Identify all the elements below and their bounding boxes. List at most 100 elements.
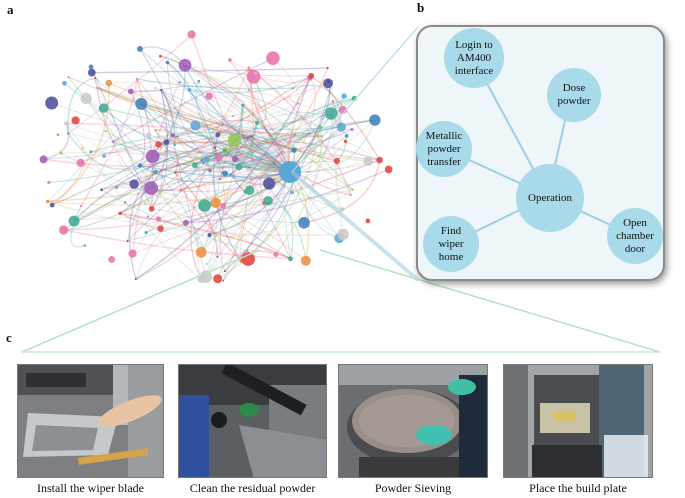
- network-node: [298, 216, 310, 229]
- network-node: [266, 51, 280, 65]
- network-edge: [145, 97, 355, 233]
- residual-powder-photo-art: [179, 365, 326, 477]
- zoom-line-top: [291, 26, 419, 173]
- network-edge: [67, 34, 193, 134]
- network-edge: [253, 76, 311, 135]
- network-node: [246, 69, 261, 84]
- network-edge: [80, 78, 138, 207]
- network-node: [202, 161, 205, 164]
- network-node: [216, 255, 219, 258]
- network-node: [62, 80, 67, 86]
- network-edge: [140, 103, 291, 173]
- network-node: [112, 140, 115, 143]
- network-edge: [196, 139, 235, 280]
- network-edge: [217, 126, 322, 280]
- network-node: [235, 163, 243, 171]
- network-edge: [145, 230, 218, 257]
- network-node: [205, 92, 213, 100]
- node-open-chamber-door[interactable]: Open chamber door: [607, 208, 663, 264]
- network-edge: [68, 76, 380, 161]
- network-edge: [91, 67, 328, 74]
- network-edge: [97, 87, 291, 173]
- network-node: [81, 147, 84, 150]
- network-edge: [205, 119, 376, 278]
- network-edge: [155, 87, 380, 161]
- network-node: [187, 30, 196, 39]
- network-edge: [225, 150, 337, 163]
- network-edge: [131, 81, 181, 254]
- network-node: [155, 141, 162, 148]
- network-node: [297, 102, 300, 105]
- network-edge: [152, 152, 291, 173]
- network-node: [160, 89, 163, 92]
- network-node: [152, 169, 158, 175]
- network-node: [56, 133, 60, 137]
- network-node: [200, 159, 203, 162]
- network-edge: [234, 122, 321, 141]
- network-edge: [224, 73, 260, 175]
- network-edge: [66, 122, 296, 136]
- node-metallic-powder-transfer[interactable]: Metallic powder transfer: [416, 121, 472, 177]
- network-node: [64, 121, 69, 126]
- node-operation[interactable]: Operation: [516, 164, 584, 232]
- network-node: [158, 54, 162, 58]
- network-edge: [166, 135, 225, 151]
- network-node: [248, 166, 251, 169]
- network-edge: [63, 150, 225, 231]
- network-node: [176, 135, 179, 138]
- node-login[interactable]: Login to AM400 interface: [444, 28, 504, 88]
- network-node: [223, 270, 226, 273]
- network-edge: [160, 89, 176, 146]
- network-edge: [190, 147, 216, 280]
- network-node: [326, 66, 329, 70]
- network-edge: [184, 64, 312, 77]
- network-edge: [215, 67, 329, 204]
- network-node: [94, 77, 97, 80]
- network-edge: [151, 208, 277, 255]
- network-edge: [132, 173, 226, 254]
- network-edge: [65, 122, 202, 280]
- network-node: [108, 256, 116, 263]
- network-node: [207, 233, 212, 238]
- network-node: [190, 120, 201, 131]
- node-dose-powder[interactable]: Dose powder: [547, 68, 601, 122]
- network-node: [291, 87, 294, 90]
- zoom-line-strip-left: [21, 249, 261, 353]
- network-edge: [152, 150, 291, 173]
- network-node: [126, 240, 129, 243]
- network-node: [231, 114, 235, 118]
- network-edge: [97, 86, 338, 162]
- network-edge: [229, 59, 310, 83]
- network-edge: [158, 160, 369, 220]
- network-edge: [225, 136, 254, 152]
- network-edge: [70, 205, 86, 248]
- network-edge: [167, 62, 291, 173]
- network-edge: [166, 62, 207, 160]
- network-edge: [175, 102, 186, 137]
- network-node: [118, 211, 122, 216]
- network-node: [365, 218, 371, 224]
- network-node: [39, 155, 48, 164]
- network-node: [96, 86, 99, 89]
- network-node: [87, 68, 96, 77]
- network-node: [288, 256, 294, 262]
- network-edge: [229, 59, 291, 173]
- network-edge: [184, 101, 291, 173]
- network-node: [247, 66, 250, 69]
- network-edge: [303, 95, 345, 223]
- network-node: [263, 196, 273, 206]
- wiper-blade-photo-art: [18, 365, 163, 477]
- network-edge: [198, 81, 219, 277]
- network-node: [308, 72, 315, 79]
- node-find-wiper-home[interactable]: Find wiper home: [423, 216, 479, 272]
- network-edge: [47, 103, 142, 202]
- network-node: [293, 133, 297, 136]
- network-edge: [205, 171, 291, 278]
- network-node: [154, 129, 157, 132]
- network-node: [105, 79, 113, 87]
- network-node: [343, 139, 348, 144]
- photo-install-wiper-blade: [17, 364, 164, 478]
- network-edge: [68, 133, 291, 173]
- network-edge: [209, 95, 291, 173]
- network-edge: [240, 171, 291, 262]
